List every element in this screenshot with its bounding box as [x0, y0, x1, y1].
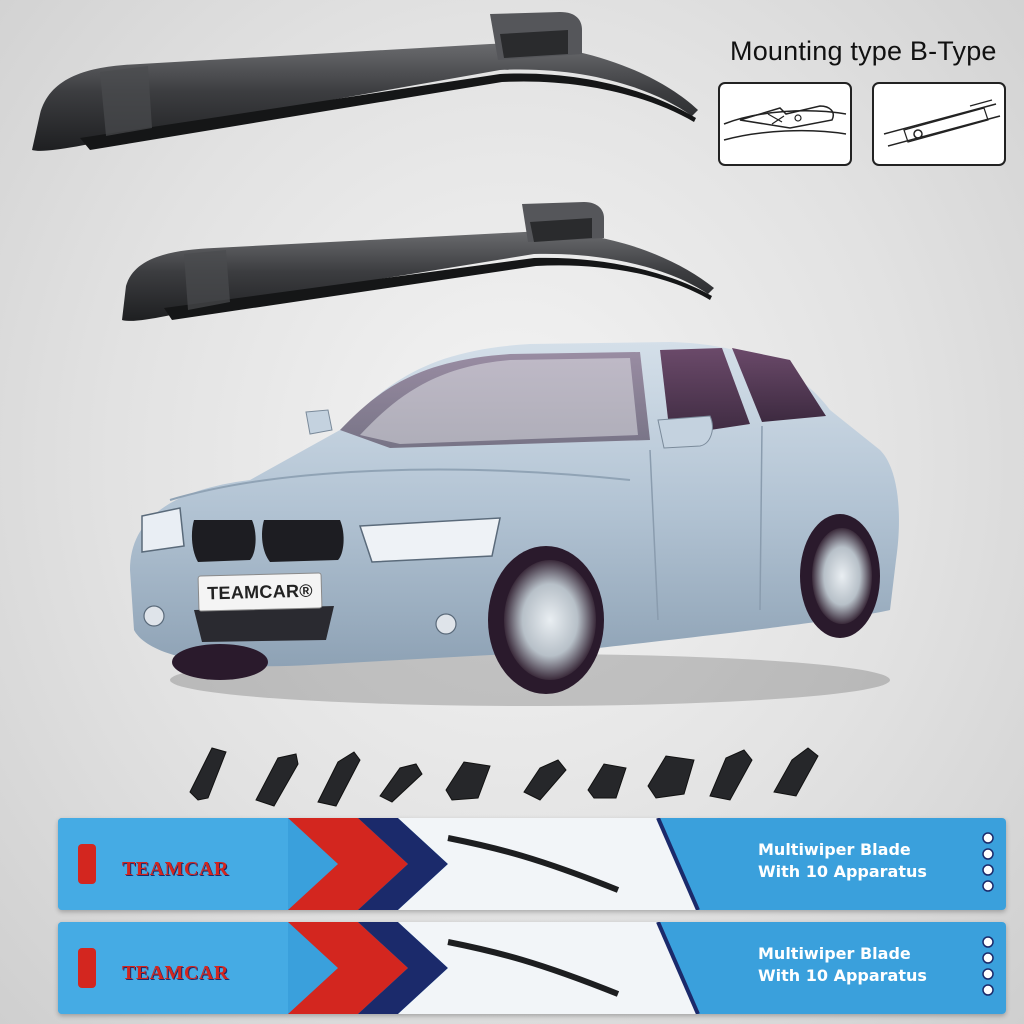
- package-title-line2: With 10 Apparatus: [758, 966, 927, 985]
- wiper-adapter-icon: [773, 747, 819, 797]
- wiper-blade-small: [122, 202, 714, 321]
- mounting-diagram-b: [872, 82, 1006, 166]
- wiper-adapter-icon: [317, 751, 361, 807]
- car-illustration: [130, 342, 899, 706]
- wiper-adapter-icon: [445, 761, 491, 801]
- license-plate: TEAMCAR®: [197, 572, 323, 612]
- package-title-line1: Multiwiper Blade: [758, 944, 911, 963]
- product-package: TEAMCAR Multiwiper Blade With 10 Apparat…: [58, 818, 1006, 910]
- mounting-type-title: Mounting type B-Type: [730, 36, 997, 66]
- wiper-adapter-icon: [255, 753, 299, 807]
- wiper-adapter-icon: [189, 747, 227, 801]
- mounting-diagram-a: [718, 82, 852, 166]
- wiper-adapter-icon: [523, 759, 567, 801]
- wiper-adapter-icon: [647, 755, 695, 799]
- package-brand: TEAMCAR: [122, 858, 229, 880]
- wiper-adapter-icon: [709, 749, 753, 801]
- wiper-adapter-icon: [587, 763, 627, 799]
- product-package: TEAMCAR Multiwiper Blade With 10 Apparat…: [58, 922, 1006, 1014]
- wiper-adapter-icon: [379, 763, 423, 803]
- package-brand: TEAMCAR: [122, 962, 229, 984]
- hook-clip-diagram-icon: [723, 105, 847, 141]
- package-title-line2: With 10 Apparatus: [758, 862, 927, 881]
- wiper-blade-large: [32, 12, 698, 151]
- pin-slot-diagram-icon: [883, 99, 1001, 147]
- adapter-row: [189, 747, 819, 807]
- package-title-line1: Multiwiper Blade: [758, 840, 911, 859]
